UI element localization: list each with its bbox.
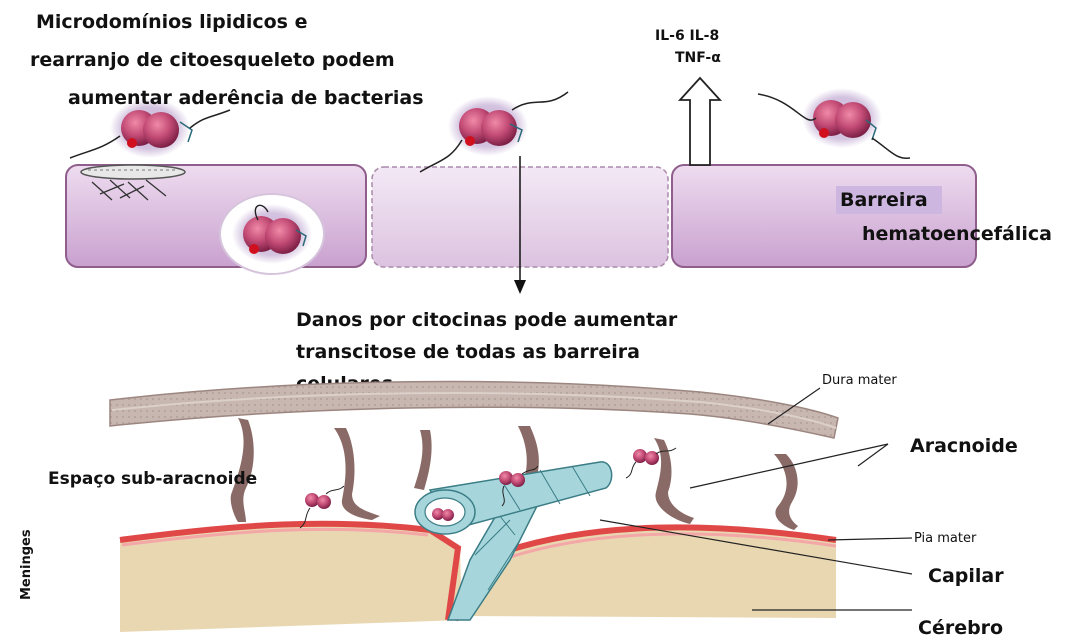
bacterium-right [758,88,910,158]
cytokine-text-line-2: transcitose de todas as barreira [296,341,640,363]
microdomains-line-2: rearranjo de citoesqueleto podem [30,49,395,71]
arachnoid-label: Aracnoide [910,435,1018,457]
microdomains-line-3: aumentar aderência de bacterias [68,87,424,109]
brain-label: Cérebro [918,617,1003,639]
endothelial-cell-right [672,165,976,267]
pia-mater-label: Pia mater [914,531,977,546]
tnf-alpha-label: TNF-α [675,50,721,66]
bacterium-intracellular [220,194,324,274]
barrier-label-line-1: Barreira [840,189,928,211]
dura-mater [110,382,838,438]
meninges-label: Meninges [19,529,34,600]
subarachnoid-space-label: Espaço sub-aracnoide [48,469,257,489]
cytokine-release-arrow [680,78,720,165]
bacterium-transcytosis [420,92,568,172]
microdomains-line-1: Microdomínios lipidicos e [36,11,307,33]
barrier-label-line-2: hematoencefálica [862,223,1052,245]
dura-mater-label: Dura mater [822,373,897,388]
cytokine-text-line-1: Danos por citocinas pode aumentar [296,309,678,331]
capillary-label: Capilar [928,565,1004,587]
il6-il8-label: IL-6 IL-8 [655,28,719,44]
